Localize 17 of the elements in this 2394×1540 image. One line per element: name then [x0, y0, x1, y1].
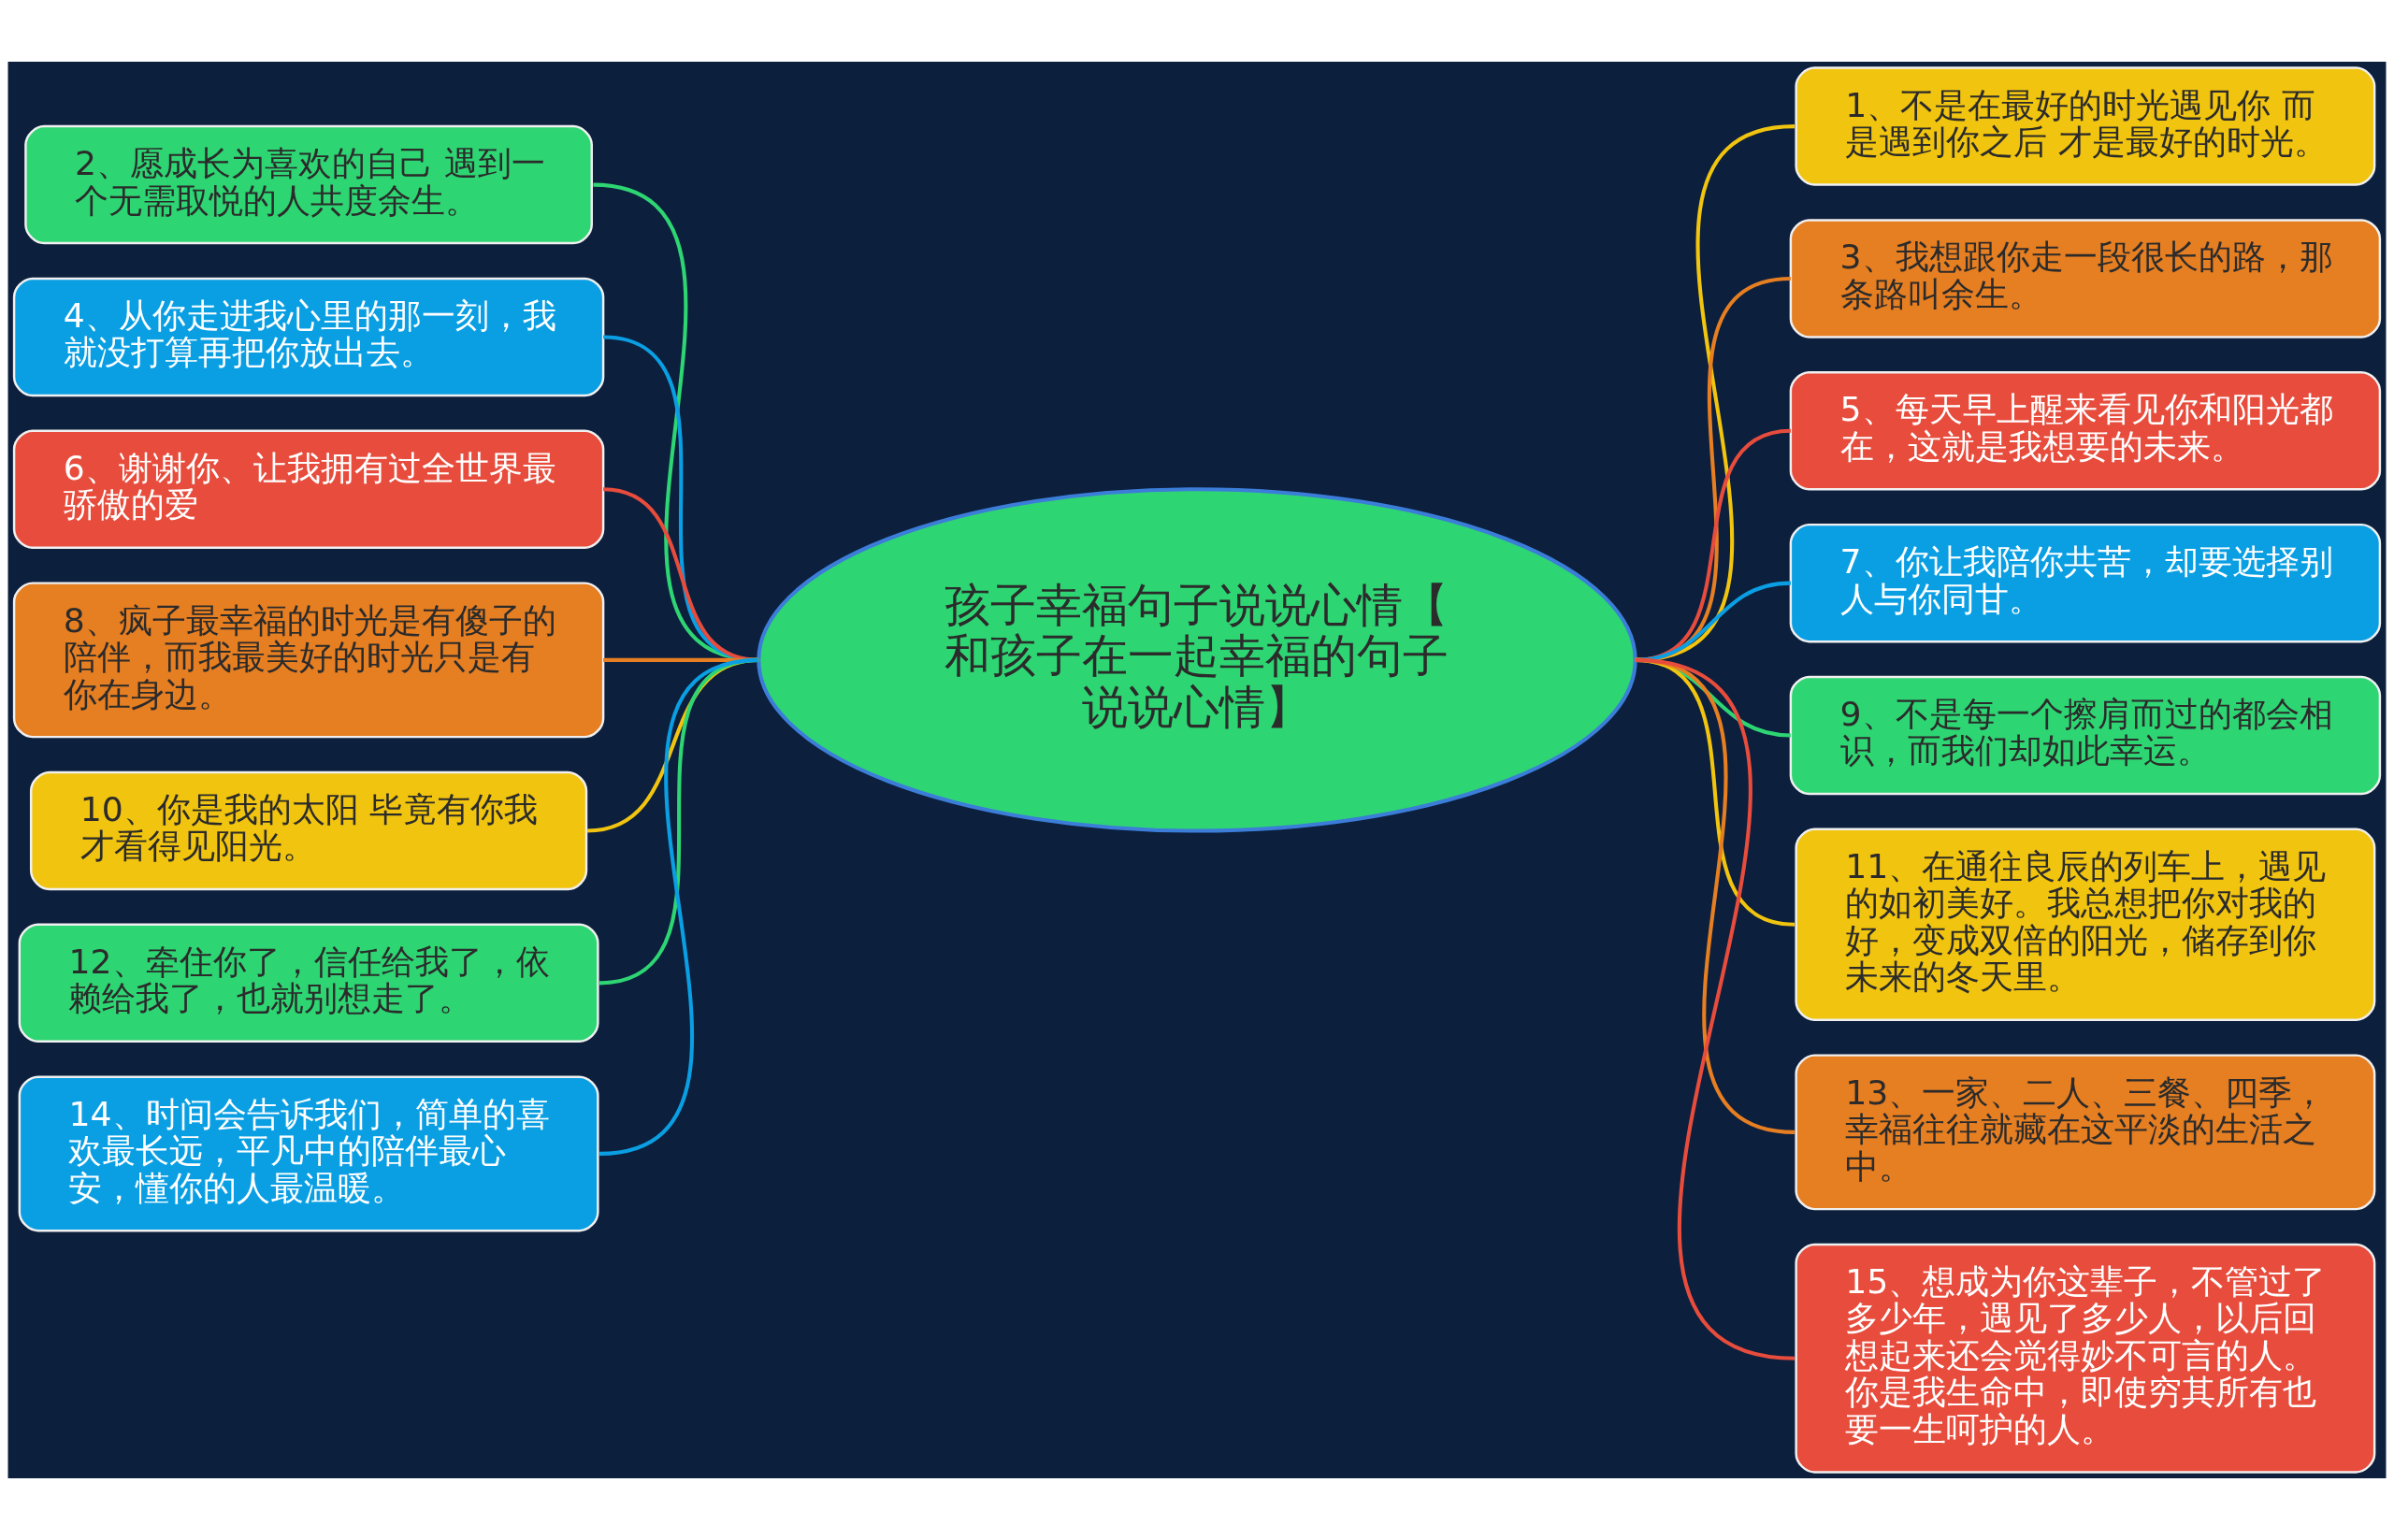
- node-box: 6、谢谢你、让我拥有过全世界最骄傲的爱: [12, 429, 605, 550]
- node-box: 4、从你走进我心里的那一刻，我就没打算再把你放出去。: [12, 277, 605, 397]
- node-ellipse: 孩子幸福句子说说心情【和孩子在一起幸福的句子说说心情】: [757, 487, 1637, 833]
- node-box: 2、愿成长为喜欢的自己 遇到一个无需取悦的人共度余生。: [24, 124, 593, 245]
- node-box: 8、疯子最幸福的时光是有傻子的陪伴，而我最美好的时光只是有你在身边。: [12, 582, 605, 739]
- node-box: 15、想成为你这辈子，不管过了多少年，遇见了多少人，以后回想起来还会觉得妙不可言的人。你是我生命中，即使穷其所有也要一生呵护的人。: [1795, 1243, 2376, 1474]
- node-box: 5、每天早上醒来看见你和阳光都在，这就是我想要的未来。: [1789, 371, 2382, 491]
- connector: [598, 657, 759, 1156]
- node-box: 9、不是每一个擦肩而过的都会相识，而我们却如此幸运。: [1789, 675, 2382, 796]
- node-box: 14、时间会告诉我们，简单的喜欢最长远，平凡中的陪伴最心安，懂你的人最温暖。: [18, 1075, 599, 1232]
- node-box: 13、一家、二人、三餐、四季，幸福往往就藏在这平淡的生活之中。: [1795, 1054, 2376, 1211]
- node-box: 1、不是在最好的时光遇见你 而是遇到你之后 才是最好的时光。: [1795, 66, 2376, 186]
- node-box: 10、你是我的太阳 毕竟有你我才看得见阳光。: [29, 770, 588, 891]
- node-box: 3、我想跟你走一段很长的路，那条路叫余生。: [1789, 219, 2382, 338]
- node-box: 11、在通往良辰的列车上，遇见的如初美好。我总想把你对我的好，变成双倍的阳光，储存到你未来的冬天里。: [1795, 828, 2376, 1022]
- node-box: 12、牵住你了，信任给我了，依赖给我了，也就别想走了。: [18, 923, 599, 1043]
- node-box: 7、你让我陪你共苦，却要选择别人与你同甘。: [1789, 523, 2382, 643]
